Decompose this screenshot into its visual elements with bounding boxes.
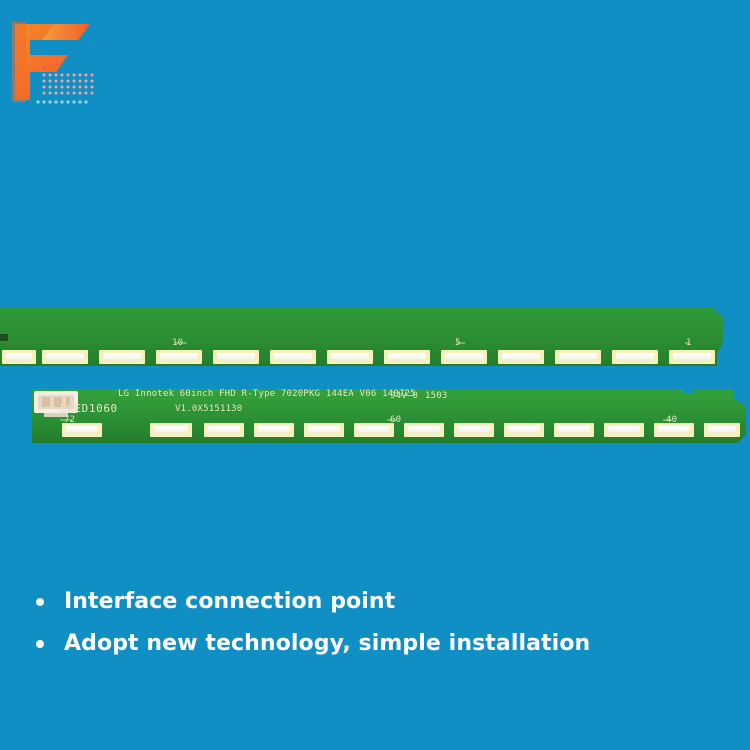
bullet-dot-icon	[36, 598, 44, 606]
top-led-strip	[0, 308, 724, 366]
bottom-led-strip	[32, 389, 746, 443]
bottom-strip-start-index: 72	[64, 415, 76, 425]
feature-text: Interface connection point	[64, 589, 396, 614]
bottom-strip-production-code: 1503	[425, 391, 448, 401]
bottom-strip-agency-mark: ELED1060	[60, 402, 118, 415]
bottom-strip-main-label: LG Innotek 60inch FHD R-Type 7020PKG 144…	[118, 389, 416, 399]
f-logo-icon	[12, 22, 94, 104]
bullet-dot-icon	[36, 640, 44, 648]
top-strip-first-led-label: 10	[172, 338, 184, 348]
feature-text: Adopt new technology, simple installatio…	[64, 631, 591, 656]
bottom-strip-leds	[62, 423, 740, 437]
bottom-strip-mid-index: 60	[390, 415, 402, 425]
feature-item: Interface connection point	[36, 582, 726, 622]
bottom-strip-certification: 94V-0	[390, 391, 419, 401]
feature-item: Adopt new technology, simple installatio…	[36, 624, 726, 664]
top-strip-leds	[2, 350, 715, 364]
feature-list: Interface connection point Adopt new tec…	[36, 582, 726, 666]
top-strip-middle-led-label: 5	[455, 338, 461, 348]
brand-logo	[12, 22, 102, 108]
bottom-strip-end-index: 40	[666, 415, 678, 425]
bottom-strip-version-code: V1.0X5151130	[175, 404, 243, 414]
top-strip-last-led-label: 1	[686, 338, 692, 348]
bottom-strip-connector	[34, 391, 78, 417]
led-strip-scene: 10 5 1	[0, 300, 750, 443]
